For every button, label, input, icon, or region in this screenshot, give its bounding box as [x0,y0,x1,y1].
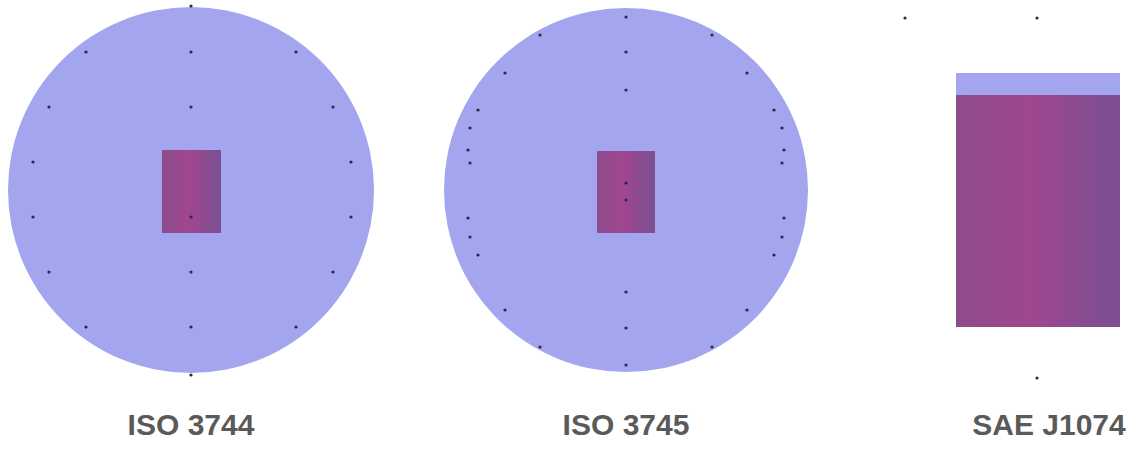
microphone-point [331,105,334,108]
microphone-point [624,88,627,91]
microphone-point [772,253,775,256]
microphone-point [782,148,785,151]
microphone-points [31,4,1038,379]
microphone-point [624,50,627,53]
microphone-point [538,345,541,348]
microphone-point [84,50,87,53]
microphone-point [31,160,34,163]
microphone-point [624,363,627,366]
microphone-point [624,290,627,293]
microphone-point [189,270,192,273]
microphone-point [772,108,775,111]
microphone-point [189,215,192,218]
microphone-point [624,15,627,18]
microphone-point [189,4,192,7]
hemisphere-surface [8,7,374,373]
microphone-point [189,105,192,108]
top-band [956,73,1120,95]
microphone-point [468,126,471,129]
standard-label: ISO 3744 [128,408,255,442]
microphone-point [624,181,627,184]
microphone-point [189,50,192,53]
microphone-point [782,216,785,219]
standard-label: ISO 3745 [563,408,690,442]
microphone-point [745,71,748,74]
microphone-point [503,308,506,311]
microphone-point [503,71,506,74]
microphone-point [1035,376,1038,379]
microphone-point [468,161,471,164]
microphone-point [624,326,627,329]
microphone-point [468,235,471,238]
microphone-point [189,325,192,328]
microphone-point [476,108,479,111]
microphone-point [47,270,50,273]
microphone-point [349,160,352,163]
microphone-point [466,216,469,219]
microphone-point [47,105,50,108]
microphone-point [1035,16,1038,19]
microphone-point [294,50,297,53]
vehicle-body [956,95,1120,327]
microphone-point [31,215,34,218]
microphone-point [294,325,297,328]
microphone-point [84,325,87,328]
microphone-point [476,253,479,256]
standard-label: SAE J1074 [972,408,1125,442]
sound-source [597,151,655,233]
microphone-point [349,215,352,218]
microphone-point [780,161,783,164]
microphone-point [710,345,713,348]
hemisphere-surface [444,8,808,372]
microphone-point [331,270,334,273]
microphone-point [189,373,192,376]
microphone-point [538,33,541,36]
microphone-point [624,198,627,201]
microphone-point [780,235,783,238]
microphone-point [710,33,713,36]
microphone-point [780,126,783,129]
sound-source [162,150,221,233]
microphone-point [903,16,906,19]
microphone-point [745,308,748,311]
microphone-point [466,148,469,151]
